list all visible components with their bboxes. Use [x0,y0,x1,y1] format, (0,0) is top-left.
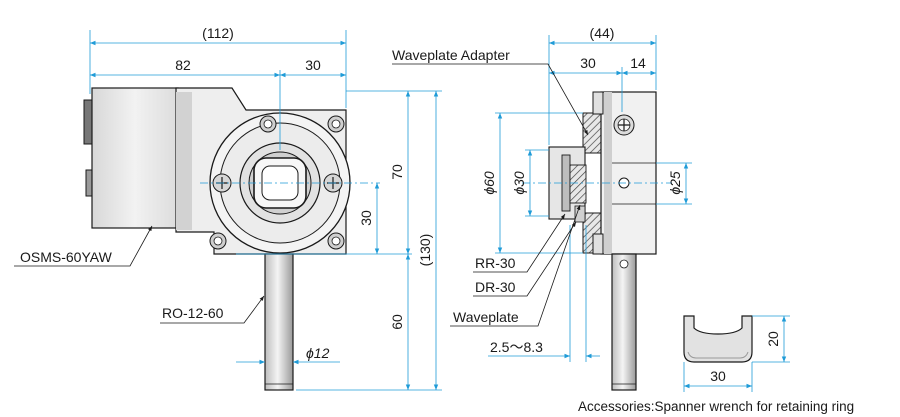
spanner-wrench [683,315,753,363]
label-dr: DR-30 [475,279,516,295]
dim-height-upper: 70 [389,164,405,180]
stage-side-top-step [592,91,604,115]
dim-overall-height: (130) [417,234,433,267]
front-view: (112) 82 30 70 30 (130) 60 ϕ12 OSMS-60YA… [14,25,442,391]
leader-stage [14,225,153,267]
stage-side-shade [604,92,612,254]
leader-adapter [392,63,589,136]
adapter-flange-top [582,112,602,154]
dim-overall-width: (112) [202,25,234,41]
stage-body-shade [176,92,192,230]
dim-overall-depth: (44) [590,25,615,41]
dim-depth-b: 14 [630,55,646,71]
label-adapter: Waveplate Adapter [392,47,510,63]
dim-rod-length: 60 [389,314,405,330]
accessory-view: 20 30 Accessories:Spanner wrench for ret… [578,315,854,414]
label-rr: RR-30 [475,255,516,271]
dim-rod-diameter: ϕ12 [306,345,330,361]
side-screw [613,114,635,136]
dim-outer-diameter: ϕ60 [481,171,497,195]
dim-inner-diameter: ϕ30 [511,171,527,195]
screw-bottom-left [209,232,227,250]
dim-thickness-range: 2.5～8.3 [490,339,543,355]
dim-right-width: 30 [305,57,321,73]
dim-left-width: 82 [175,57,191,73]
dim-aperture: ϕ25 [667,171,683,195]
label-rod: RO-12-60 [162,305,224,321]
accessory-caption: Accessories:Spanner wrench for retaining… [578,399,854,414]
dim-accessory-width: 30 [710,368,726,384]
label-waveplate: Waveplate [453,309,519,325]
dim-depth-a: 30 [580,55,596,71]
stage-housing [91,87,179,229]
post-rod [264,253,294,391]
leader-waveplate [450,204,581,327]
dim-accessory-height: 20 [765,331,781,347]
dim-height-mid: 30 [358,210,374,226]
label-stage: OSMS-60YAW [20,249,113,265]
leader-rod [160,295,265,324]
leader-dr [473,221,577,297]
side-view: (44) 30 14 ϕ60 ϕ30 ϕ25 2.5～8.3 Waveplate… [392,25,692,391]
waveplate-element [569,164,587,204]
stage-side-bottom-step [592,233,604,255]
screw-top-left [259,115,277,133]
screw-bottom-right [327,232,345,250]
screw-top-right [327,115,345,133]
leader-rr [473,213,566,273]
side-post-rod [611,253,637,391]
